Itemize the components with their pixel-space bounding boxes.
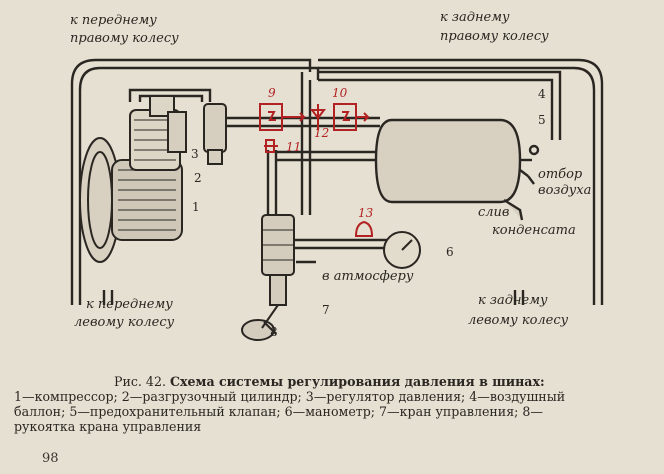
label-rear-left-2: левому колесу (468, 313, 569, 328)
part-numbers: 1 2 3 4 5 6 7 8 9 10 11 12 13 (191, 86, 546, 339)
num-3: 3 (191, 147, 199, 161)
label-front-right-2: правому колесу (70, 31, 179, 46)
caption-title: Схема системы регулирования давления в ш… (169, 374, 545, 389)
pressure-regulator (203, 103, 227, 165)
num-5: 5 (538, 113, 546, 127)
label-front-right-1: к переднему (70, 13, 157, 28)
control-tap (261, 214, 295, 306)
label-front-left-1: к переднему (86, 297, 173, 312)
valve-13 (354, 220, 374, 237)
label-air-outlet-2: воздуха (538, 183, 591, 198)
red-additions (259, 103, 374, 237)
label-condensate-1: слив (478, 205, 510, 220)
caption-line-2: 1—компрессор; 2—разгрузочный цилиндр; 3—… (14, 389, 566, 404)
num-4: 4 (538, 87, 546, 101)
direction-labels: к переднему правому колесу к заднему пра… (70, 10, 591, 330)
label-condensate-2: конденсата (492, 223, 576, 238)
num-2: 2 (194, 171, 202, 185)
caption-line-3: баллон; 5—предохранительный клапан; 6—ма… (14, 404, 543, 419)
num-1: 1 (192, 200, 200, 214)
num-12: 12 (314, 126, 329, 140)
air-balloon (374, 118, 540, 221)
caption-line-4: рукоятка крана управления (14, 419, 202, 434)
label-front-left-2: левому колесу (74, 315, 175, 330)
num-6: 6 (446, 245, 454, 259)
num-13: 13 (358, 206, 374, 220)
label-rear-right-2: правому колесу (440, 29, 549, 44)
page-number: 98 (42, 451, 59, 466)
num-10: 10 (332, 86, 348, 100)
num-8: 8 (270, 325, 278, 339)
control-handle (241, 304, 279, 341)
num-7: 7 (322, 303, 330, 317)
caption-line-1: Рис. 42. Схема системы регулирования дав… (14, 374, 654, 389)
figure-caption: Рис. 42. Схема системы регулирования дав… (14, 374, 654, 434)
label-rear-left-1: к заднему (478, 293, 548, 308)
num-9: 9 (268, 86, 276, 100)
label-rear-right-1: к заднему (440, 10, 510, 25)
pressure-gauge (383, 231, 421, 269)
check-valve-12 (310, 104, 326, 130)
compressor (79, 95, 187, 263)
num-11: 11 (286, 140, 301, 154)
pressure-system-diagram: 1 2 3 4 5 6 7 8 9 10 11 12 13 к переднем… (70, 10, 604, 341)
label-atmosphere: в атмосферу (322, 269, 414, 284)
valve-11 (264, 139, 278, 153)
caption-fig: Рис. 42. (114, 374, 166, 389)
label-air-outlet-1: отбор (538, 167, 583, 182)
